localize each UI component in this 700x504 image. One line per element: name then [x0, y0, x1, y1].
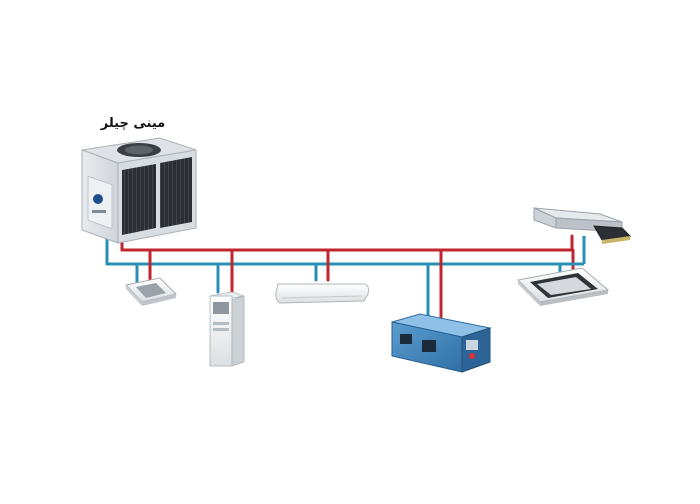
- ducted-unit: [533, 207, 632, 244]
- wall-mounted-unit: [275, 283, 369, 304]
- air-handling-unit: [391, 313, 492, 373]
- supply-pipe-network: [120, 234, 575, 324]
- cassette-unit-1: [125, 277, 177, 306]
- brand-logo-icon: [93, 194, 103, 204]
- mini-chiller-unit: [81, 137, 197, 244]
- cassette-unit-2: [516, 267, 610, 306]
- chiller-label: مینی چیلر: [100, 116, 166, 131]
- return-pipe-network: [105, 236, 562, 324]
- floor-standing-unit: [209, 291, 245, 367]
